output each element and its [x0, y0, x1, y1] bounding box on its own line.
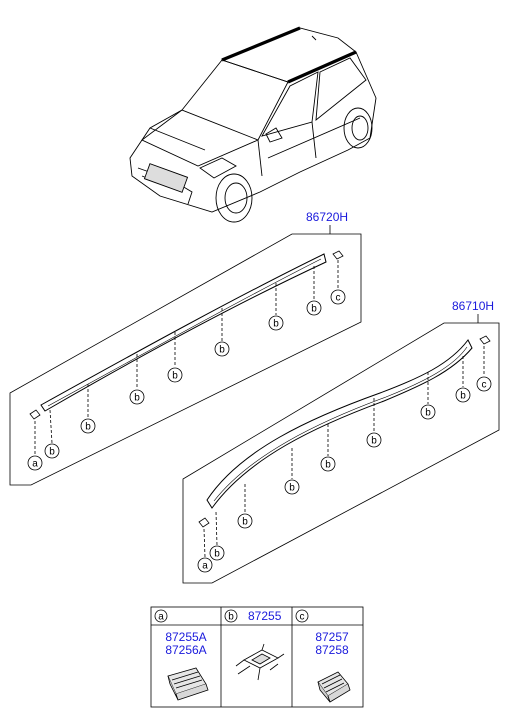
callout-circle — [27, 455, 43, 471]
callout-b: b — [306, 266, 322, 316]
roof-rail-strip — [40, 253, 327, 412]
callout-b: b — [284, 448, 300, 495]
callout-letter-b: b — [273, 319, 279, 330]
callout-circle — [167, 367, 183, 383]
legend-letter-a: a — [158, 612, 164, 623]
callout-b: b — [366, 398, 382, 448]
callout-circle — [268, 315, 284, 331]
callout-circle — [44, 443, 60, 459]
callout-b: b — [209, 511, 225, 561]
callout-b: b — [237, 484, 253, 529]
callout-circle — [197, 557, 213, 573]
callout-circle — [209, 545, 225, 561]
legend-part-number: 87256A — [165, 643, 206, 657]
callout-letter-b: b — [242, 517, 248, 528]
callout-letter-b: b — [214, 549, 220, 560]
legend-part-number: 87258 — [315, 643, 349, 657]
callout-letter-b: b — [311, 304, 317, 315]
callout-letter-c: c — [336, 293, 341, 304]
clip-c-illustration — [317, 671, 351, 703]
callout-circle — [237, 513, 253, 529]
part-number-86710h: 86710H — [452, 299, 494, 313]
callout-letter-b: b — [49, 447, 55, 458]
bracket-b-illustration — [235, 643, 285, 681]
callout-letter-b: b — [425, 408, 431, 419]
clip-a-illustration — [167, 667, 209, 701]
assembly-box — [9, 233, 362, 486]
part-number-86720h: 86720H — [306, 210, 348, 224]
callout-letter-b: b — [371, 436, 377, 447]
legend-part-number: 87255A — [165, 630, 206, 644]
legend-column-b: b 87255 — [224, 609, 285, 681]
leader-line — [203, 528, 206, 558]
callout-circle — [330, 289, 346, 305]
callout-circle — [129, 389, 145, 405]
callout-circle — [80, 418, 96, 434]
callout-letter-a: a — [32, 459, 38, 470]
callout-letter-b: b — [460, 391, 466, 402]
legend-table: a 87255A 87256A b 87255 — [150, 606, 364, 708]
callout-letter-a: a — [202, 561, 208, 572]
car-illustration — [129, 26, 377, 223]
callout-circle — [214, 341, 230, 357]
callout-circle — [284, 479, 300, 495]
callout-letter-b: b — [289, 483, 295, 494]
legend-column-a: a 87255A 87256A — [154, 609, 209, 701]
callout-c: c — [476, 346, 492, 392]
legend-part-number: 87255 — [248, 609, 282, 623]
legend-letter-c: c — [300, 612, 305, 623]
roof-rail-strip — [206, 339, 473, 509]
callout-a: a — [197, 528, 213, 573]
callout-circle — [476, 376, 492, 392]
callout-letter-b: b — [172, 371, 178, 382]
callout-circle — [366, 432, 382, 448]
callout-b: b — [455, 356, 471, 403]
callout-b: b — [129, 354, 145, 405]
callout-b: b — [80, 384, 96, 434]
leader-line — [49, 409, 53, 444]
callout-b: b — [320, 424, 336, 472]
callout-b: b — [268, 283, 284, 331]
callout-circle — [455, 387, 471, 403]
callout-letter-b: b — [134, 393, 140, 404]
callout-b: b — [167, 332, 183, 383]
callout-circle — [306, 300, 322, 316]
leader-line — [215, 511, 218, 546]
assembly-box — [182, 322, 500, 584]
callout-b: b — [44, 409, 60, 459]
callout-letter-b: b — [85, 422, 91, 433]
callout-circle — [420, 404, 436, 420]
callout-letter-b: b — [219, 345, 225, 356]
callout-letter-c: c — [482, 380, 487, 391]
callout-letter-b: b — [325, 460, 331, 471]
callout-circle — [320, 456, 336, 472]
callout-c: c — [330, 260, 346, 305]
legend-letter-b: b — [228, 612, 234, 623]
callout-b: b — [420, 372, 436, 420]
callout-a: a — [27, 421, 43, 471]
legend-part-number: 87257 — [315, 630, 349, 644]
callout-b: b — [214, 308, 230, 357]
legend-column-c: c 87257 87258 — [295, 609, 351, 703]
